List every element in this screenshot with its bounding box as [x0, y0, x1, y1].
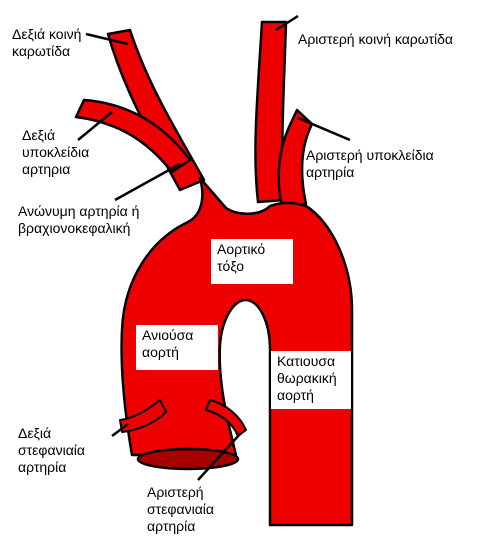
leader-left-subclavian [297, 116, 351, 142]
label-left-common-carotid: Αριστερή κοινή καρωτίδα [298, 31, 454, 47]
label-left-subclavian: Αριστερή υποκλείδια αρτηρία [306, 147, 434, 180]
label-right-coronary: Δεξιά στεφανιαία αρτηρία [18, 425, 85, 475]
leader-left-coronary [197, 433, 241, 481]
leader-right-common-carotid [85, 32, 129, 46]
left-coronary-vessel [205, 399, 247, 437]
leader-right-coronary [111, 423, 129, 437]
leader-right-subclavian [77, 111, 113, 141]
aorta-main-vessel [120, 176, 354, 527]
label-right-common-carotid: Δεξιά κοινή καρωτίδα [12, 26, 82, 59]
leader-brachiocephalic [114, 162, 181, 202]
right-coronary-vessel [119, 399, 167, 433]
leader-left-common-carotid [275, 14, 299, 32]
label-aortic-arch: Αορτικό τόξο [211, 239, 293, 284]
label-descending-thoracic-aorta: Κατιουσα θωρακική αορτή [271, 351, 351, 409]
label-right-subclavian: Δεξιά υποκλείδια αρτηρια [22, 127, 90, 177]
label-left-coronary: Αριστερή στεφανιαία αρτηρία [147, 484, 214, 534]
label-brachiocephalic: Ανώνυμη αρτηρία ή βραχιονοκεφαλική [18, 203, 140, 236]
label-ascending-aorta: Ανιούσα αορτή [136, 325, 218, 370]
